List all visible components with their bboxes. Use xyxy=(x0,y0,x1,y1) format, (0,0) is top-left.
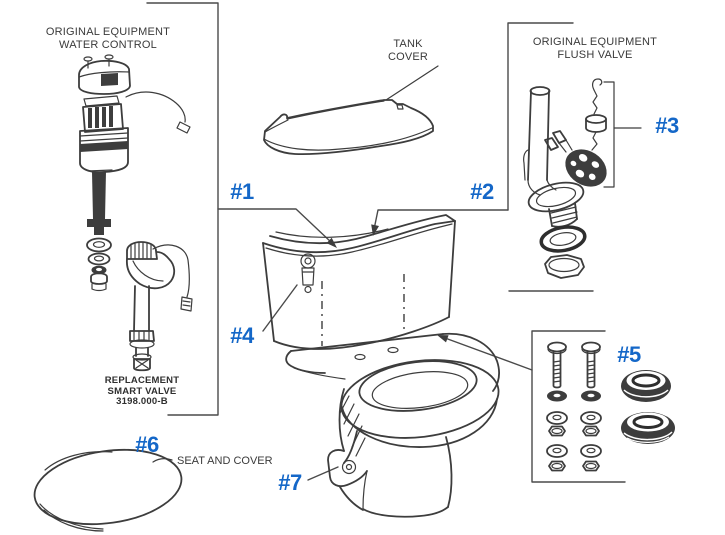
callout-4[interactable]: #4 xyxy=(230,323,254,348)
seat-and-cover-label: SEAT AND COVER xyxy=(177,455,273,467)
flush-valve-title: ORIGINAL EQUIPMENT FLUSH VALVE xyxy=(533,36,657,62)
flush-valve-border xyxy=(507,22,594,292)
callout-1-leader xyxy=(217,208,337,248)
callout-4-leader xyxy=(262,284,298,332)
bolt-kit-arrow xyxy=(437,335,533,371)
callout-6[interactable]: #6 xyxy=(135,432,159,457)
replacement-line1: REPLACEMENT xyxy=(104,375,180,386)
tank-cover-title-line2: COVER xyxy=(387,51,429,63)
flush-valve-title-line2: FLUSH VALVE xyxy=(557,49,633,61)
callout-7-leader xyxy=(307,466,339,481)
water-control-illustration xyxy=(78,54,193,372)
tank-cover-illustration xyxy=(263,99,434,156)
callout-7[interactable]: #7 xyxy=(278,470,302,495)
callout-2[interactable]: #2 xyxy=(470,179,494,204)
callout-6-leader xyxy=(152,458,173,463)
callout-1[interactable]: #1 xyxy=(230,179,254,204)
water-control-border xyxy=(146,2,219,416)
flush-valve-illustration xyxy=(523,78,607,279)
flush-valve-title-line1: ORIGINAL EQUIPMENT xyxy=(532,36,658,48)
bolt-kit-illustration xyxy=(546,341,675,472)
callout-2-leader xyxy=(371,209,509,236)
toilet-illustration xyxy=(262,214,500,518)
replacement-valve-label: REPLACEMENT SMART VALVE 3198.000-B xyxy=(104,375,180,408)
water-control-title-line1: ORIGINAL EQUIPMENT xyxy=(45,26,171,38)
tank-cover-leader xyxy=(385,65,439,101)
tank-cover-title: TANK COVER xyxy=(388,38,428,64)
bolt-kit-border xyxy=(531,330,626,483)
callout-3[interactable]: #3 xyxy=(655,113,679,138)
replacement-line2: SMART VALVE xyxy=(107,385,177,397)
water-control-title: ORIGINAL EQUIPMENT WATER CONTROL xyxy=(46,26,170,52)
tank-cover-title-line1: TANK xyxy=(393,38,423,50)
callout-5[interactable]: #5 xyxy=(617,342,641,367)
replacement-part-number: 3198.000-B xyxy=(116,396,168,407)
callout-3-bracket xyxy=(603,81,642,188)
water-control-title-line2: WATER CONTROL xyxy=(59,39,157,51)
seat-illustration xyxy=(33,448,183,532)
